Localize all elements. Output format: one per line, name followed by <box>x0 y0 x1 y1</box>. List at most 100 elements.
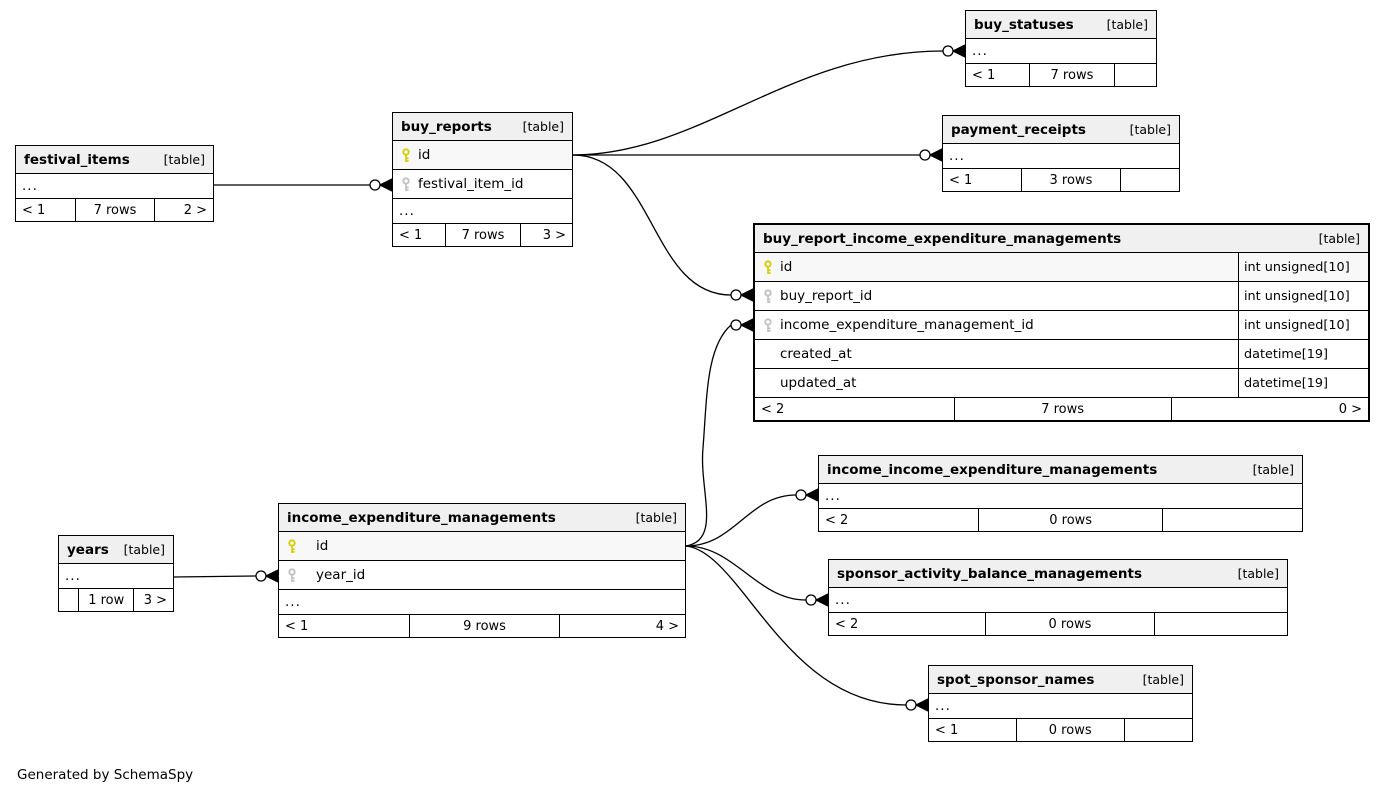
primary-key-icon <box>762 259 774 275</box>
columns-ellipsis: ... <box>819 483 1302 508</box>
table-name[interactable]: buy_report_income_expenditure_management… <box>763 230 1122 247</box>
row-count: 9 rows <box>408 615 559 637</box>
table-header[interactable]: income_expenditure_managements [table] <box>279 504 685 531</box>
columns-ellipsis: ... <box>59 563 173 588</box>
parents-count: < 1 <box>935 722 959 738</box>
table-type-tag: [table] <box>522 119 564 134</box>
table-header[interactable]: festival_items [table] <box>16 146 213 173</box>
table-name[interactable]: spot_sponsor_names <box>937 671 1095 688</box>
columns-ellipsis: ... <box>279 589 685 614</box>
column-name: buy_report_id <box>780 288 873 304</box>
children-count: 2 > <box>153 199 213 221</box>
column-row[interactable]: id <box>279 531 685 560</box>
table-type-tag: [table] <box>1237 566 1279 581</box>
table-name[interactable]: buy_statuses <box>974 16 1074 33</box>
table-header[interactable]: years [table] <box>59 536 173 563</box>
column-type: int unsigned[10] <box>1238 311 1368 339</box>
table-header[interactable]: buy_reports [table] <box>393 113 572 140</box>
foreign-key-icon <box>762 317 774 333</box>
table-name[interactable]: festival_items <box>24 151 130 168</box>
table-header[interactable]: spot_sponsor_names [table] <box>929 666 1192 693</box>
column-row[interactable]: updated_at datetime[19] <box>755 368 1368 397</box>
column-row[interactable]: year_id <box>279 560 685 589</box>
parents-count: < 1 <box>972 67 996 83</box>
row-count: 7 rows <box>75 199 154 221</box>
table-footer: < 1 7 rows 3 > <box>393 223 572 246</box>
table-spot_sponsor_names[interactable]: spot_sponsor_names [table] ... < 1 0 row… <box>928 665 1193 742</box>
column-row[interactable]: festival_item_id <box>393 169 572 198</box>
children-count <box>1154 613 1287 635</box>
column-name: created_at <box>780 346 852 362</box>
table-buy_report_income_expenditure_managements[interactable]: buy_report_income_expenditure_management… <box>753 223 1370 422</box>
table-name[interactable]: payment_receipts <box>951 121 1086 138</box>
columns-ellipsis: ... <box>929 693 1192 718</box>
connector-iem-brem <box>685 324 732 547</box>
children-count <box>1120 169 1179 191</box>
parents-count: < 2 <box>761 401 785 417</box>
table-footer: < 2 0 rows <box>819 508 1302 531</box>
column-name: year_id <box>316 567 366 583</box>
table-name[interactable]: years <box>67 541 109 558</box>
table-buy_reports[interactable]: buy_reports [table] id festival_item_id … <box>392 112 573 247</box>
table-festival_items[interactable]: festival_items [table] ... < 1 7 rows 2 … <box>15 145 214 222</box>
table-income_income_expenditure_managements[interactable]: income_income_expenditure_managements [t… <box>818 455 1303 532</box>
table-type-tag: [table] <box>1142 672 1184 687</box>
no-key-spacer <box>762 376 774 391</box>
row-count: 0 rows <box>978 509 1162 531</box>
table-sponsor_activity_balance_managements[interactable]: sponsor_activity_balance_managements [ta… <box>828 559 1288 636</box>
column-name: id <box>316 538 329 554</box>
table-type-tag: [table] <box>123 542 165 557</box>
connector-buy_reports-brem <box>572 154 732 296</box>
column-row[interactable]: created_at datetime[19] <box>755 339 1368 368</box>
table-type-tag: [table] <box>1106 17 1148 32</box>
table-header[interactable]: payment_receipts [table] <box>943 116 1179 143</box>
table-type-tag: [table] <box>635 510 677 525</box>
parents-count: < 1 <box>22 202 46 218</box>
table-name[interactable]: buy_reports <box>401 118 492 135</box>
column-row[interactable]: income_expenditure_management_id int uns… <box>755 310 1368 339</box>
column-type: datetime[19] <box>1238 369 1368 397</box>
row-count: 7 rows <box>1028 64 1115 86</box>
column-row[interactable]: id int unsigned[10] <box>755 252 1368 281</box>
table-footer: < 1 7 rows <box>966 63 1156 86</box>
table-footer: < 1 0 rows <box>929 718 1192 741</box>
column-row[interactable]: id <box>393 140 572 169</box>
columns-ellipsis: ... <box>16 173 213 198</box>
column-row[interactable]: buy_report_id int unsigned[10] <box>755 281 1368 310</box>
parents-count: < 1 <box>399 227 423 243</box>
parents-count: < 2 <box>825 512 849 528</box>
table-name[interactable]: income_income_expenditure_managements <box>827 461 1158 478</box>
crow-foot-markers <box>255 43 966 713</box>
table-income_expenditure_managements[interactable]: income_expenditure_managements [table] i… <box>278 503 686 638</box>
column-type: int unsigned[10] <box>1238 253 1368 281</box>
children-count: 0 > <box>1170 398 1368 420</box>
foreign-key-icon <box>400 176 412 192</box>
children-count: 3 > <box>520 224 572 246</box>
children-count <box>1161 509 1302 531</box>
parents-count: < 2 <box>835 616 859 632</box>
column-name: income_expenditure_management_id <box>780 317 1034 333</box>
table-payment_receipts[interactable]: payment_receipts [table] ... < 1 3 rows <box>942 115 1180 192</box>
foreign-key-icon <box>762 288 774 304</box>
table-years[interactable]: years [table] ... 1 row 3 > <box>58 535 174 612</box>
parents-count <box>59 589 78 611</box>
table-footer: 1 row 3 > <box>59 588 173 611</box>
primary-key-icon <box>400 147 412 163</box>
row-count: 7 rows <box>444 224 520 246</box>
table-footer: < 2 7 rows 0 > <box>755 397 1368 420</box>
table-buy_statuses[interactable]: buy_statuses [table] ... < 1 7 rows <box>965 10 1157 87</box>
row-count: 7 rows <box>953 398 1171 420</box>
table-footer: < 2 0 rows <box>829 612 1287 635</box>
table-name[interactable]: sponsor_activity_balance_managements <box>837 565 1142 582</box>
columns-ellipsis: ... <box>943 143 1179 168</box>
row-count: 0 rows <box>1015 719 1124 741</box>
table-name[interactable]: income_expenditure_managements <box>287 509 556 526</box>
connector-buy_reports-buy_statuses <box>572 50 944 156</box>
table-header[interactable]: sponsor_activity_balance_managements [ta… <box>829 560 1287 587</box>
table-type-tag: [table] <box>1252 462 1294 477</box>
table-header[interactable]: income_income_expenditure_managements [t… <box>819 456 1302 483</box>
table-header[interactable]: buy_report_income_expenditure_management… <box>755 225 1368 252</box>
table-header[interactable]: buy_statuses [table] <box>966 11 1156 38</box>
row-count: 3 rows <box>1020 169 1120 191</box>
